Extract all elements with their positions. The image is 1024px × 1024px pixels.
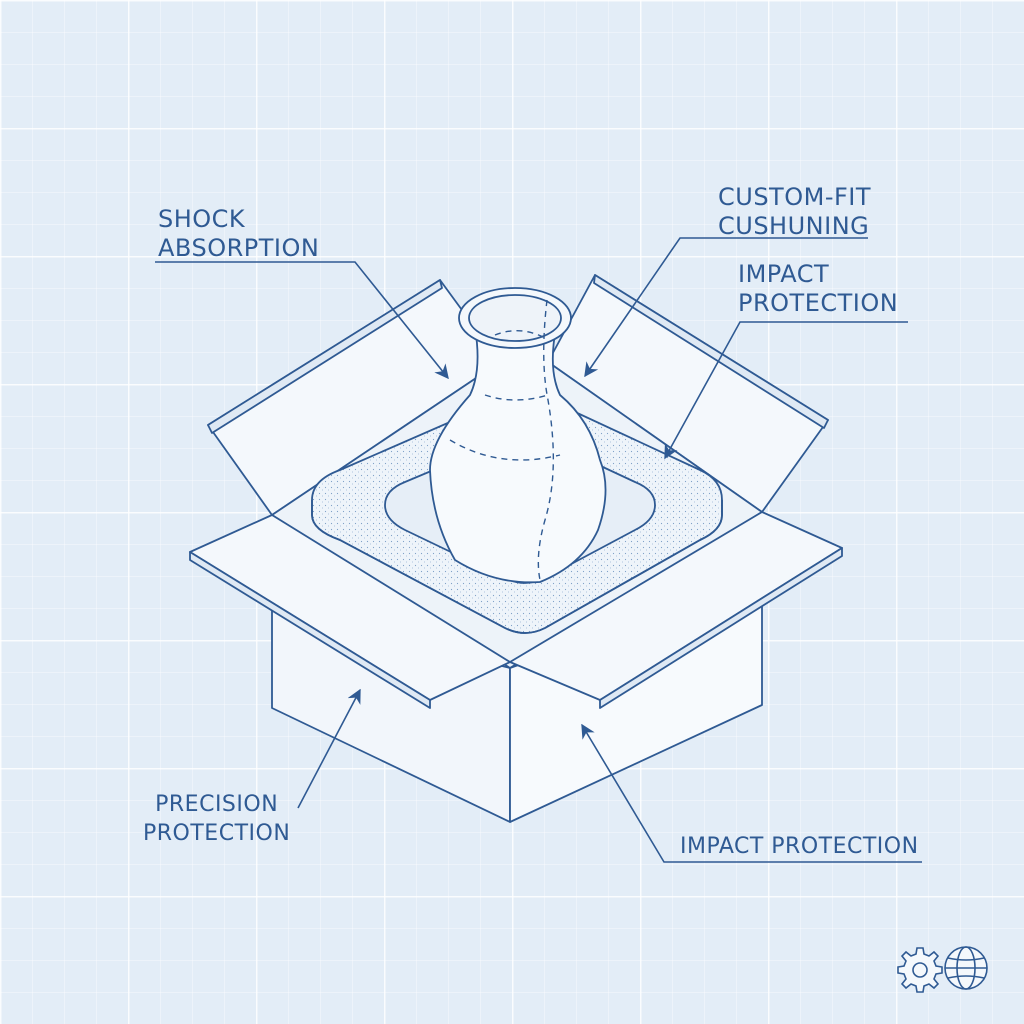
globe-icon <box>944 946 988 990</box>
label-precision-protection: PRECISION PROTECTION <box>143 792 291 846</box>
label-custom-fit-cushuning: CUSTOM-FIT CUSHUNING <box>718 183 872 240</box>
leader-impact-bottom <box>581 723 922 863</box>
vase <box>429 327 607 584</box>
leader-precision <box>297 688 361 809</box>
leader-impact-top <box>664 321 908 460</box>
label-impact-protection-top: IMPACT PROTECTION <box>738 260 899 317</box>
leader-shock-absorption <box>155 261 449 380</box>
label-impact-protection-bottom: IMPACT PROTECTION <box>680 834 919 859</box>
leader-custom-fit <box>584 237 868 378</box>
gear-icon <box>897 947 943 993</box>
label-shock-absorption: SHOCK ABSORPTION <box>158 205 320 262</box>
